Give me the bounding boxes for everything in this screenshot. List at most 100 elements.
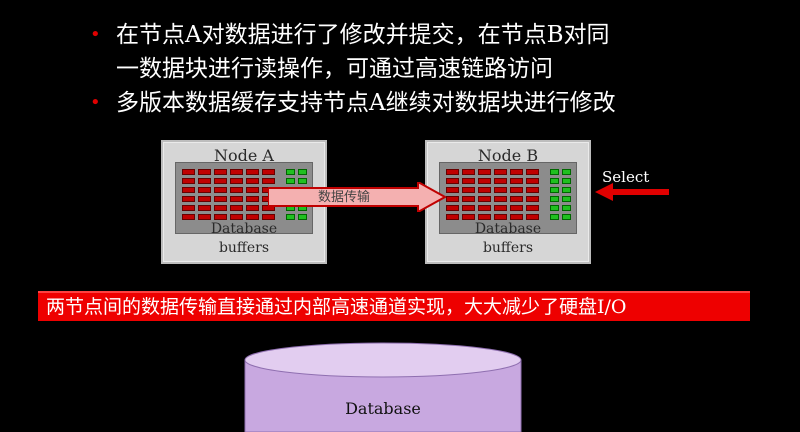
buffer-block-red [182,187,195,193]
buffer-block-green [550,214,559,220]
buffer-block-green [286,214,295,220]
buffer-block-red [198,196,211,202]
buffer-block-red [494,214,507,220]
buffer-block-green [298,169,307,175]
buffer-block-red [478,169,491,175]
buffer-block-red [510,214,523,220]
bullet-2-text-1: 多版本数据缓存支持节点A继续对数据块进行修改 [116,90,616,116]
node-b-red-blocks [446,169,539,220]
buffer-block-red [462,214,475,220]
buffer-block-red [262,169,275,175]
buffer-block-red [526,187,539,193]
node-a-title: Node A [214,146,274,165]
buffer-block-red [494,187,507,193]
buffer-block-red [462,169,475,175]
buffer-block-red [182,214,195,220]
buffer-block-red [214,214,227,220]
bullet-2-line-1: • 多版本数据缓存支持节点A继续对数据块进行修改 [90,86,790,120]
buffer-block-red [446,196,459,202]
buffer-block-red [478,205,491,211]
node-b-caption-line1: Database [474,221,542,237]
buffer-block-green [562,205,571,211]
buffer-block-red [230,196,243,202]
buffer-block-red [246,196,259,202]
node-b-green-blocks [550,169,571,220]
buffer-block-red [446,178,459,184]
right-arrow-icon [268,182,446,212]
buffer-block-green [562,178,571,184]
cylinder-icon [244,342,522,432]
buffer-block-red [462,205,475,211]
buffer-block-red [478,214,491,220]
select-label: Select [602,168,650,186]
left-arrow-icon [595,183,669,201]
buffer-block-red [230,214,243,220]
buffer-block-red [246,187,259,193]
buffer-block-red [462,196,475,202]
node-a-caption: Database buffers [163,220,325,258]
buffer-block-red [230,205,243,211]
node-b-title: Node B [477,146,539,165]
buffer-block-red [494,205,507,211]
bullet-1-text-1: 在节点A对数据进行了修改并提交，在节点B对同 [116,22,610,48]
buffer-block-red [462,178,475,184]
buffer-block-red [510,205,523,211]
summary-banner: 两节点间的数据传输直接通过内部高速通道实现，大大减少了硬盘I/O [38,291,750,321]
buffer-block-red [182,205,195,211]
buffer-block-red [262,178,275,184]
buffer-block-green [286,169,295,175]
buffer-block-red [510,187,523,193]
node-a-caption-line2: buffers [218,240,270,256]
buffer-block-red [510,169,523,175]
buffer-block-red [446,169,459,175]
buffer-block-red [526,178,539,184]
node-b-caption: Database buffers [427,220,589,258]
buffer-block-red [494,178,507,184]
bullet-1-line-1: • 在节点A对数据进行了修改并提交，在节点B对同 [90,18,790,52]
buffer-block-red [526,205,539,211]
buffer-block-red [446,187,459,193]
buffer-block-green [550,205,559,211]
buffer-block-green [562,214,571,220]
buffer-block-green [298,178,307,184]
buffer-block-green [562,196,571,202]
buffer-block-red [230,187,243,193]
buffer-block-green [550,187,559,193]
buffer-block-green [298,214,307,220]
bullet-dot-icon: • [90,92,101,113]
buffer-block-red [246,169,259,175]
buffer-block-red [214,178,227,184]
buffer-block-red [198,187,211,193]
buffer-block-red [526,196,539,202]
buffer-block-red [494,169,507,175]
buffer-block-green [550,169,559,175]
node-b-box: Node B Database buffers [425,140,591,264]
buffer-block-red [510,196,523,202]
buffer-block-red [214,196,227,202]
buffer-block-red [446,205,459,211]
buffer-block-red [462,187,475,193]
bullet-list: • 在节点A对数据进行了修改并提交，在节点B对同 一数据块进行读操作，可通过高速… [90,18,790,120]
buffer-block-green [550,178,559,184]
buffer-block-red [478,196,491,202]
buffer-block-red [214,169,227,175]
buffer-block-red [526,169,539,175]
buffer-block-green [562,169,571,175]
buffer-block-red [198,169,211,175]
buffer-block-green [286,178,295,184]
buffer-block-red [182,169,195,175]
buffer-block-red [182,196,195,202]
buffer-block-red [198,178,211,184]
buffer-block-red [246,178,259,184]
node-a-caption-line1: Database [210,221,278,237]
buffer-block-red [262,214,275,220]
buffer-block-red [182,178,195,184]
buffer-block-red [214,187,227,193]
buffer-block-red [478,178,491,184]
buffer-block-red [230,169,243,175]
node-b-buffer-grid [439,162,577,234]
buffer-block-red [446,214,459,220]
buffer-block-red [246,214,259,220]
buffer-block-green [550,196,559,202]
database-label: Database [345,399,421,418]
